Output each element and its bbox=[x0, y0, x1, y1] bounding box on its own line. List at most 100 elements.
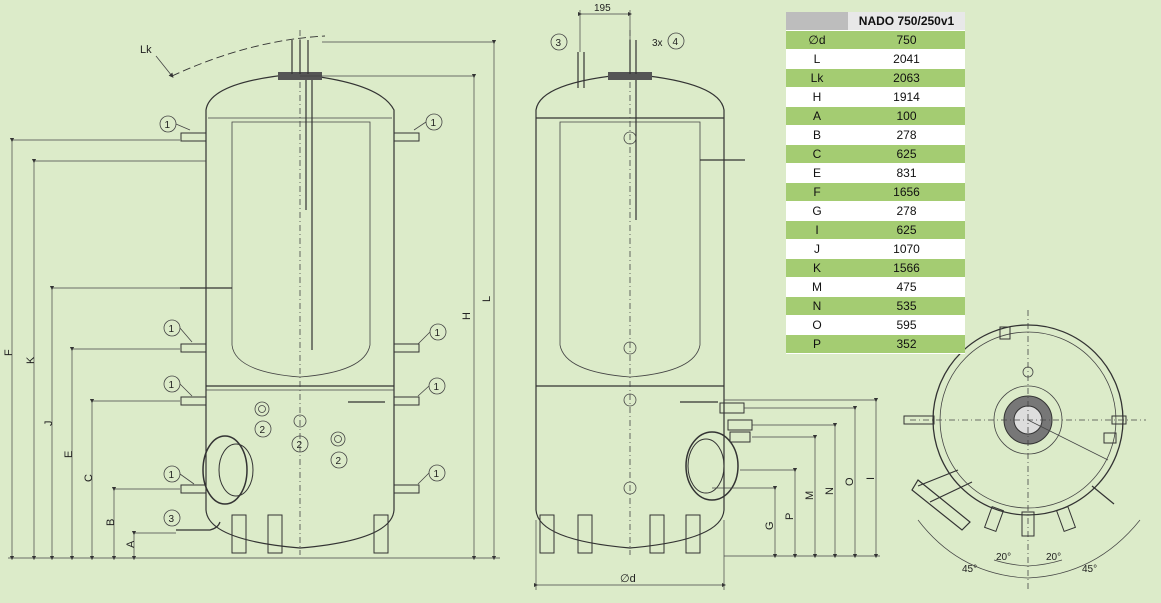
side-foot-4 bbox=[685, 514, 701, 554]
front-pipe-right-4 bbox=[393, 484, 420, 494]
spec-value: 831 bbox=[848, 163, 965, 183]
spec-table-model: NADO 750/250v1 bbox=[848, 12, 965, 31]
side-foot-1 bbox=[539, 514, 555, 554]
front-tank-outline bbox=[205, 73, 395, 549]
spec-key: K bbox=[786, 258, 848, 278]
top-pipe-lower-4 bbox=[1055, 505, 1077, 533]
spec-value: 750 bbox=[848, 30, 965, 50]
top-angle-45-right: 45° bbox=[1082, 564, 1097, 575]
callout-1-c: 1 bbox=[169, 324, 175, 335]
top-arc-20-left bbox=[993, 559, 1029, 567]
front-dim-L: L bbox=[481, 296, 493, 302]
front-foot-2 bbox=[267, 514, 283, 554]
side-foot-3 bbox=[649, 514, 665, 554]
spec-value: 278 bbox=[848, 125, 965, 145]
side-inner-tank bbox=[559, 121, 701, 378]
side-dim-P: P bbox=[784, 513, 796, 520]
front-pipe-left-1 bbox=[180, 132, 207, 142]
front-flange-ring bbox=[202, 435, 248, 505]
spec-value: 535 bbox=[848, 296, 965, 316]
front-foot-3 bbox=[373, 514, 389, 554]
spec-key: M bbox=[786, 277, 848, 297]
top-pipe-lower-2 bbox=[983, 505, 1005, 533]
front-pipe-left-2 bbox=[180, 343, 207, 353]
callout-1-b: 1 bbox=[431, 118, 437, 129]
front-dim-A: A bbox=[125, 540, 137, 548]
spec-key: N bbox=[786, 296, 848, 316]
spec-value: 100 bbox=[848, 106, 965, 126]
top-angle-20-right: 20° bbox=[1046, 552, 1061, 563]
side-port-1 bbox=[623, 131, 637, 145]
top-sensor-top bbox=[999, 326, 1011, 340]
top-arc-45-right bbox=[1027, 519, 1141, 579]
spec-value: 1566 bbox=[848, 258, 965, 278]
top-pipe-right bbox=[1111, 415, 1127, 425]
front-foot-1 bbox=[231, 514, 247, 554]
side-callout-3: 3 bbox=[556, 38, 562, 49]
spec-key: B bbox=[786, 125, 848, 145]
spec-key: C bbox=[786, 144, 848, 164]
front-callouts: 1 1 1 1 1 1 1 1 2 2 2 3 bbox=[159, 113, 447, 527]
front-dim-B: B bbox=[105, 519, 117, 526]
front-boss-1 bbox=[254, 401, 270, 417]
front-lk-arc bbox=[171, 35, 326, 77]
spec-key: J bbox=[786, 239, 848, 259]
side-dimensions-right: G P M N O I bbox=[712, 397, 880, 559]
side-dim-195: 195 bbox=[594, 3, 611, 14]
side-port-2 bbox=[623, 341, 637, 355]
spec-key: A bbox=[786, 106, 848, 126]
side-flange-inner bbox=[687, 438, 725, 494]
front-dim-K: K bbox=[25, 356, 37, 364]
top-view: 20° 20° 45° 45° bbox=[903, 310, 1146, 590]
front-pipe-right-2 bbox=[393, 343, 420, 353]
callout-2-b: 2 bbox=[297, 440, 303, 451]
callout-2-a: 2 bbox=[260, 425, 266, 436]
front-drain-pipe bbox=[176, 521, 221, 531]
top-arc-45-left bbox=[917, 519, 1029, 579]
side-tank-outline bbox=[535, 73, 725, 549]
side-foot-2 bbox=[577, 514, 593, 554]
callout-3-a: 3 bbox=[169, 514, 175, 525]
spec-value: 278 bbox=[848, 201, 965, 221]
spec-value: 625 bbox=[848, 144, 965, 164]
side-flange-ring bbox=[685, 431, 739, 501]
side-top-flange bbox=[608, 72, 652, 80]
callout-1-a: 1 bbox=[165, 120, 171, 131]
callout-2-c: 2 bbox=[336, 456, 342, 467]
spec-key: H bbox=[786, 87, 848, 107]
side-port-4 bbox=[623, 481, 637, 495]
spec-value: 352 bbox=[848, 334, 965, 354]
spec-value: 2063 bbox=[848, 68, 965, 88]
front-view: Lk F K J E C B A bbox=[3, 30, 500, 561]
spec-key: Lk bbox=[786, 68, 848, 88]
spec-value: 595 bbox=[848, 315, 965, 335]
side-dim-N: N bbox=[824, 487, 836, 495]
side-outlet-3 bbox=[729, 431, 751, 443]
front-dim-F: F bbox=[3, 349, 15, 356]
front-inner-tank bbox=[231, 121, 371, 378]
spec-value: 2041 bbox=[848, 49, 965, 69]
spec-key: F bbox=[786, 182, 848, 202]
top-flange-lower bbox=[911, 479, 971, 531]
side-callout-4: 4 bbox=[673, 37, 679, 48]
front-dim-H: H bbox=[461, 312, 473, 320]
top-pipe-lower-3 bbox=[1021, 511, 1035, 537]
spec-key: G bbox=[786, 201, 848, 221]
spec-value: 1914 bbox=[848, 87, 965, 107]
callout-1-d: 1 bbox=[435, 328, 441, 339]
top-sensor-right bbox=[1103, 432, 1117, 444]
